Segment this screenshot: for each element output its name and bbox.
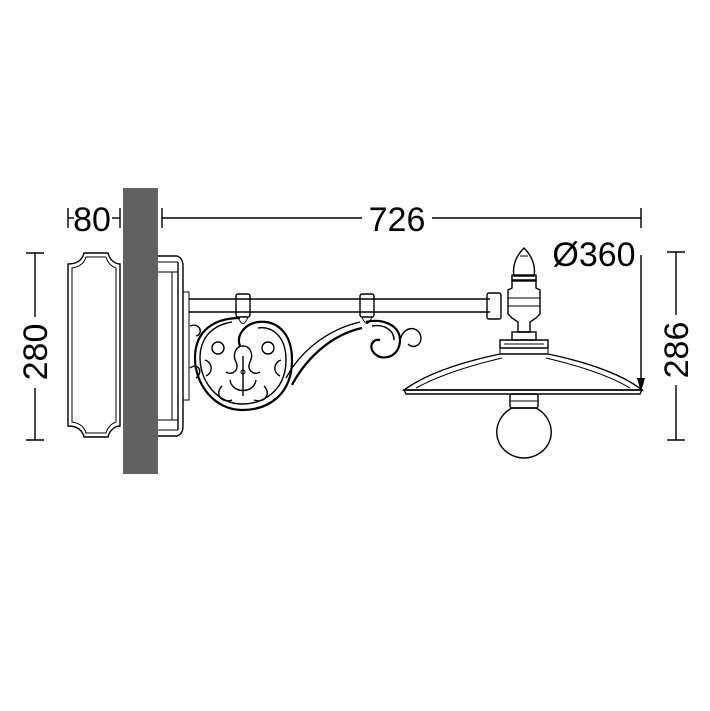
scroll-bracket (189, 316, 422, 412)
dimension-label-diameter: Ø360 (552, 236, 635, 274)
leader-arrowhead (637, 378, 645, 392)
dimension-wall-depth: 80 (67, 201, 121, 239)
dimension-label-280: 280 (17, 324, 55, 381)
lamp-shade (401, 348, 644, 395)
dimension-backplate-height: 280 (17, 252, 55, 441)
dimension-overall-height: 286 (658, 251, 696, 441)
dimension-shade-diameter: Ø360 (552, 236, 645, 392)
backplate-outline (67, 252, 121, 438)
wall (123, 188, 158, 474)
dimension-label-726: 726 (369, 201, 426, 239)
dimension-arm-length: 726 (161, 201, 642, 239)
backplate-inner-outline (71, 256, 117, 434)
light-bulb (496, 393, 552, 459)
dimension-label-286: 286 (658, 322, 696, 379)
wall-mount-plate (158, 255, 190, 437)
lamp-finial-fitting (486, 247, 549, 349)
dimension-label-80: 80 (73, 201, 111, 239)
